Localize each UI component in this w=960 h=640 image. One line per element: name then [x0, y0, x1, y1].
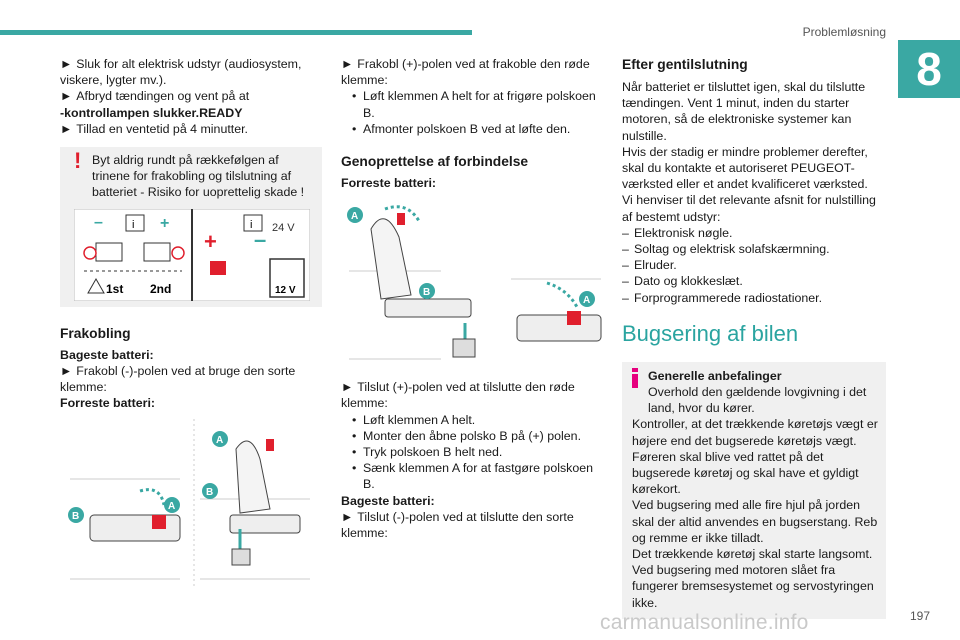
intro-step-2: ►Afbryd tændingen og vent på at [60, 89, 250, 104]
list-item: Dato og klokkeslæt. [622, 273, 886, 289]
bageste-heading-2: Bageste batteri: [341, 493, 435, 508]
info-paragraph-5: Det trækkende køretøj skal starte langso… [632, 547, 873, 562]
section-title: Problemløsning [802, 25, 886, 39]
info-icon [632, 367, 638, 388]
svg-text:B: B [423, 287, 430, 298]
intro-step-2-cont: -kontrollampen slukker.READY [60, 105, 243, 120]
svg-text:A: A [583, 295, 590, 306]
list-item: Elektronisk nøgle. [622, 225, 886, 241]
column-3: Efter gentilslutning Når batteriet er ti… [622, 56, 886, 619]
reconnect-figure: A B A [341, 199, 603, 367]
efter-paragraph-1: Når batteriet er tilsluttet igen, skal d… [622, 80, 866, 143]
reconnect-diagram: A B A [347, 205, 602, 360]
watermark: carmanualsonline.info [600, 611, 809, 634]
connect-positive-bullets: Løft klemmen A helt. Monter den åbne pol… [341, 412, 603, 493]
disconnect-positive-bullets: Løft klemmen A helt for at frigøre polsk… [341, 88, 603, 137]
chapter-tab: 8 [898, 40, 960, 98]
list-item: Monter den åbne polsko B på (+) polen. [341, 428, 603, 444]
bugsering-heading: Bugsering af bilen [622, 320, 799, 346]
info-paragraph-2: Kontroller, at det trækkende køretøjs væ… [632, 417, 878, 448]
step-arrow-icon: ► [60, 363, 73, 378]
list-item: Løft klemmen A helt for at frigøre polsk… [341, 88, 603, 120]
column-1: ►Sluk for alt elektrisk udstyr (audiosys… [60, 56, 322, 590]
bageste-step: ►Frakobl (-)-polen ved at bruge den sort… [60, 363, 296, 395]
list-item: Elruder. [622, 257, 886, 273]
disconnect-figure: B A A B [60, 419, 322, 590]
svg-text:B: B [72, 511, 79, 522]
svg-text:1st: 1st [106, 282, 123, 296]
disconnect-diagram: B A A B [68, 419, 310, 590]
svg-text:A: A [216, 435, 223, 446]
svg-text:+: + [160, 215, 169, 232]
genopret-heading: Genoprettelse af forbindelse [341, 154, 529, 170]
page-number: 197 [909, 609, 930, 623]
battery-order-figure: – + i 1st 2nd + – i 24 V 12 V [73, 208, 311, 302]
list-item: Løft klemmen A helt. [341, 412, 603, 428]
svg-text:–: – [94, 214, 103, 231]
list-item: Forprogrammerede radiostationer. [622, 290, 886, 306]
efter-paragraph-2: Hvis der stadig er mindre problemer dere… [622, 144, 868, 192]
frakobling-heading: Frakobling [60, 325, 131, 341]
svg-text:i: i [250, 219, 252, 231]
list-item: Afmonter polskoen B ved at løfte den. [341, 121, 603, 137]
equipment-list: Elektronisk nøgle. Soltag og elektrisk s… [622, 225, 886, 306]
efter-paragraph-3: Vi henviser til det relevante afsnit for… [622, 193, 876, 224]
list-item: Soltag og elektrisk solafskærmning. [622, 241, 886, 257]
svg-text:A: A [168, 501, 175, 512]
svg-text:A: A [351, 211, 358, 222]
svg-text:24 V: 24 V [272, 222, 295, 234]
list-item: Tryk polskoen B helt ned. [341, 444, 603, 460]
svg-text:B: B [206, 487, 213, 498]
forreste-heading: Forreste batteri: [60, 396, 156, 411]
list-item: Sænk klemmen A for at fastgøre polskoen … [341, 460, 603, 492]
step-arrow-icon: ► [341, 380, 354, 395]
svg-text:2nd: 2nd [150, 282, 171, 296]
info-title: Generelle anbefalinger [648, 368, 782, 383]
step-arrow-icon: ► [60, 121, 73, 136]
intro-step-3: ►Tillad en ventetid på 4 minutter. [60, 121, 248, 136]
exclamation-icon: ! [74, 148, 82, 174]
step-arrow-icon: ► [341, 57, 354, 71]
column-2: ►Frakobl (+)-polen ved at frakoble den r… [341, 56, 603, 541]
step-arrow-icon: ► [60, 89, 73, 104]
warning-text: Byt aldrig rundt på rækkefølgen af trine… [92, 153, 305, 200]
connect-positive-step: ►Tilslut (+)-polen ved at tilslutte den … [341, 380, 575, 411]
step-arrow-icon: ► [341, 509, 354, 524]
step-arrow-icon: ► [60, 57, 73, 71]
svg-text:i: i [132, 219, 134, 231]
disconnect-positive-step: ►Frakobl (+)-polen ved at frakoble den r… [341, 57, 590, 88]
svg-text:+: + [204, 229, 217, 254]
connect-negative-step: ►Tilslut (-)-polen ved at tilslutte den … [341, 509, 574, 541]
intro-step-1: ►Sluk for alt elektrisk udstyr (audiosys… [60, 57, 302, 88]
info-paragraph-6: Ved bugsering med motoren slået fra fung… [632, 563, 874, 610]
header-accent-bar [0, 30, 472, 35]
info-box: Generelle anbefalinger Overhold den gæld… [622, 361, 886, 619]
svg-text:–: – [254, 227, 266, 252]
info-paragraph-1: Overhold den gældende lovgivning i det l… [648, 385, 867, 416]
info-paragraph-3: Føreren skal blive ved rattet på det bug… [632, 449, 859, 497]
svg-text:12 V: 12 V [275, 285, 296, 296]
info-paragraph-4: Ved bugsering med alle fire hjul på jord… [632, 498, 878, 545]
efter-heading: Efter gentilslutning [622, 57, 748, 72]
bageste-heading: Bageste batteri: [60, 347, 154, 362]
warning-box: ! Byt aldrig rundt på rækkefølgen af tri… [60, 147, 322, 307]
forreste-heading-2: Forreste batteri: [341, 176, 437, 191]
battery-order-diagram: – + i 1st 2nd + – i 24 V 12 V [73, 208, 311, 302]
